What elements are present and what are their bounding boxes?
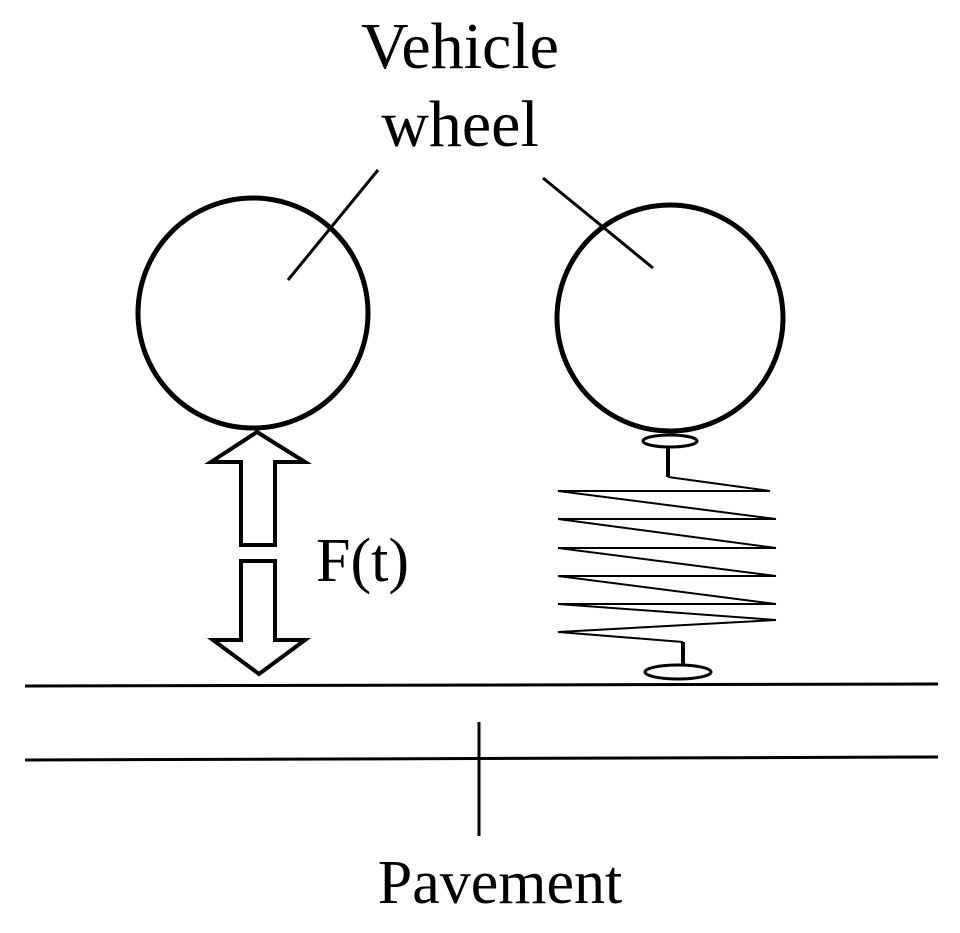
wheel-label: wheel — [381, 88, 539, 161]
force-label: F(t) — [316, 527, 409, 595]
pavement-label: Pavement — [377, 849, 623, 917]
force-arrow-down — [206, 559, 312, 677]
pavement-bottom-line — [24, 755, 939, 762]
right-leader-line — [542, 176, 654, 270]
force-arrow-up — [204, 429, 312, 547]
vehicle-label: Vehicle — [361, 10, 559, 83]
left-leader-line — [286, 169, 380, 281]
left-wheel-circle — [135, 195, 371, 431]
spring-bottom-plate — [643, 663, 713, 681]
pavement-top-line — [24, 682, 939, 688]
right-wheel-circle — [554, 202, 786, 434]
spring-coil — [557, 476, 777, 643]
spring-top-plate — [641, 433, 699, 449]
